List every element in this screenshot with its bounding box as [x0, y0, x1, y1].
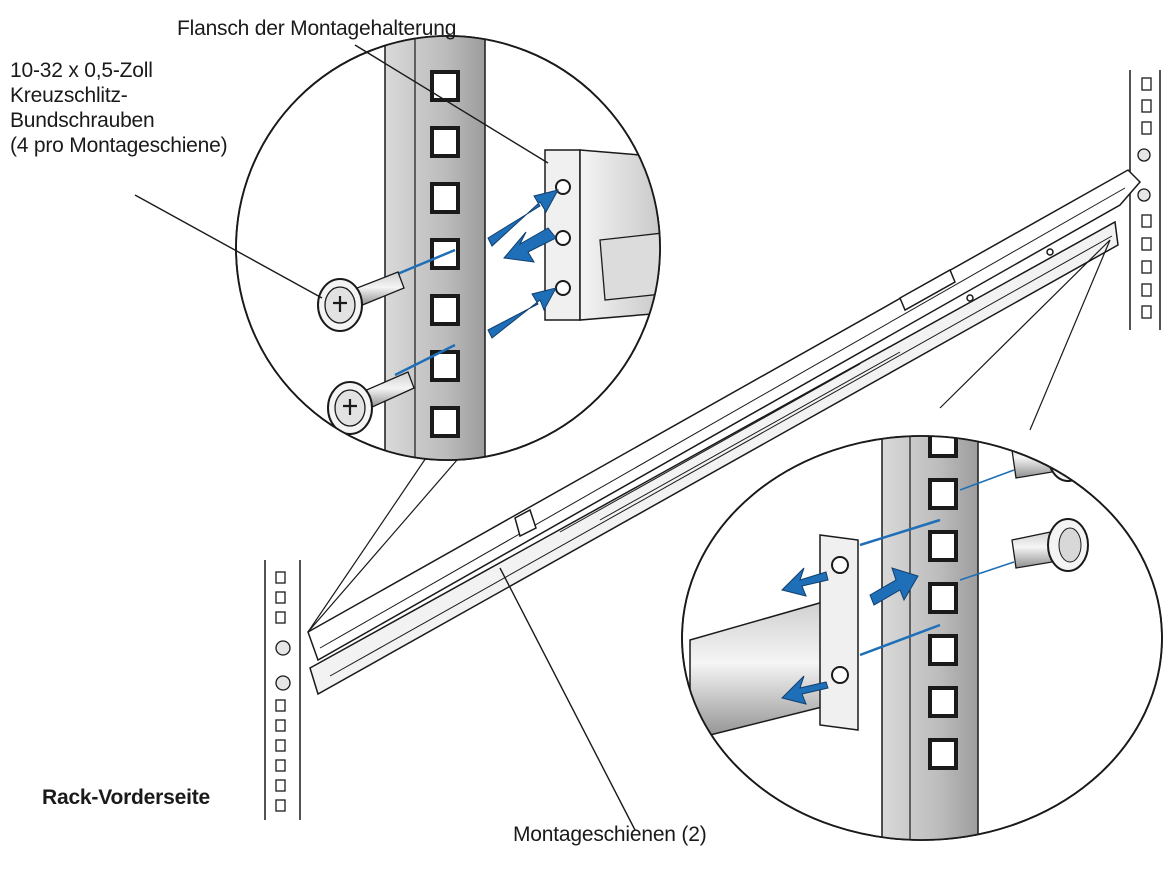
screw-icon	[1011, 518, 1089, 572]
screw-icon	[327, 371, 415, 435]
callout-lines	[307, 239, 1111, 633]
leader-lines	[134, 44, 636, 831]
mounting-rails	[264, 70, 1161, 820]
screws-label-line: (4 pro Montageschiene)	[10, 134, 228, 157]
rail-body	[307, 169, 1142, 696]
insert-arrows	[487, 189, 559, 339]
insert-arrows	[781, 567, 919, 705]
screw-icon	[317, 271, 405, 332]
screws-label-line: 10-32 x 0,5-Zoll	[10, 59, 153, 82]
rear-flange-detail	[681, 435, 1163, 841]
rails-label: Montageschienen (2)	[513, 823, 707, 846]
screws-label-line: Bundschrauben	[10, 109, 155, 132]
screws-label-line: Kreuzschlitz-	[10, 84, 128, 107]
front-flange-detail	[235, 35, 661, 461]
rear-rack-post	[1129, 70, 1161, 330]
rack-front-label: Rack-Vorderseite	[42, 786, 210, 809]
front-rack-post	[264, 560, 301, 820]
flange-label: Flansch der Montagehalterung	[177, 17, 457, 40]
screws-label: 10-32 x 0,5-Zoll Kreuzschlitz- Bundschra…	[10, 58, 228, 158]
